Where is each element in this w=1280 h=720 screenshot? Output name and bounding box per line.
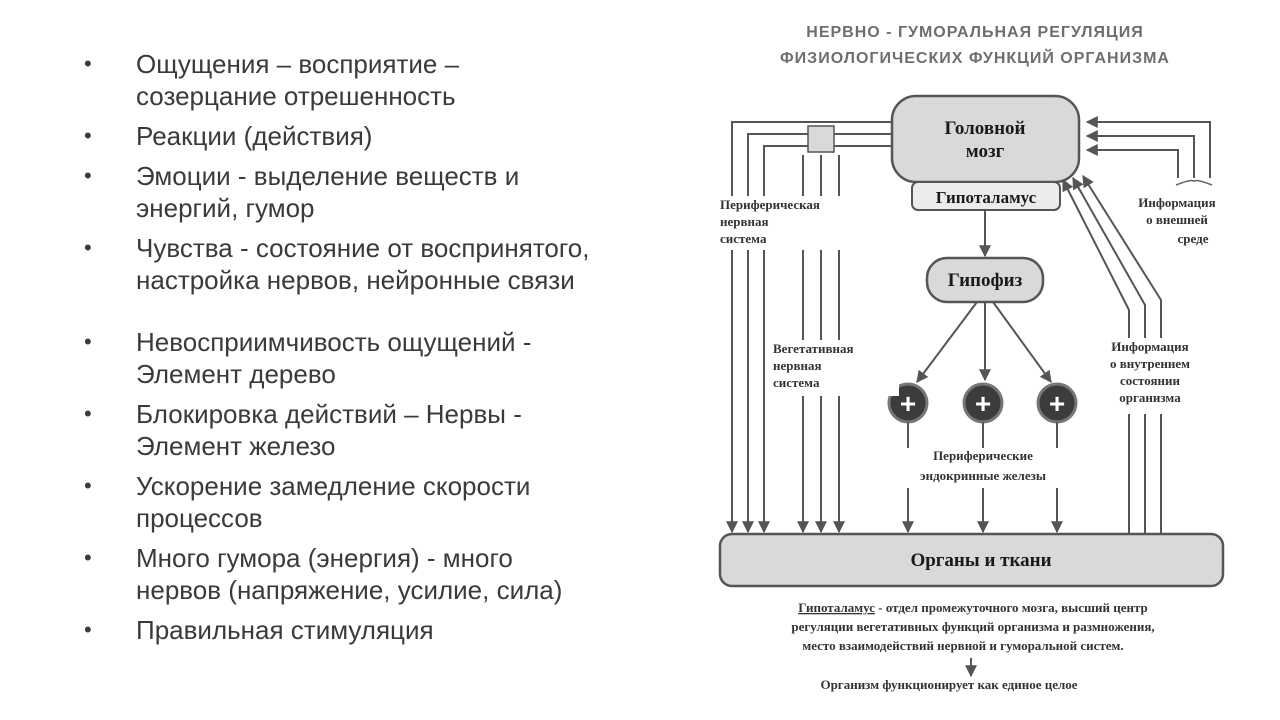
brace-icon	[1175, 179, 1213, 186]
bullet-item: • Реакции (действия)	[80, 120, 680, 152]
external-info-label-line3: среде	[1178, 231, 1209, 246]
bullet-text: Правильная стимуляция	[136, 615, 434, 645]
bullet-text: Чувства - состояние от воспринятого,	[136, 233, 590, 263]
plus-icon: +	[1036, 382, 1078, 424]
vegetative-label-line3: система	[773, 375, 820, 390]
hypothalamus-label: Гипоталамус	[936, 188, 1037, 207]
ganglion-box	[807, 125, 835, 153]
svg-text:+: +	[1049, 388, 1065, 419]
external-info-line-1	[1085, 116, 1211, 178]
bullet-text: Много гумора (энергия) - много	[136, 543, 513, 573]
bullet-text: Элемент дерево	[136, 359, 336, 389]
bullet-list: • Ощущения – восприятие – созерцание отр…	[80, 48, 680, 654]
hypothalamus-note-line3: место взаимодействий нервной и гуморальн…	[802, 638, 1123, 653]
bullet-text: Ощущения – восприятие –	[136, 49, 460, 79]
bullet-text: Эмоции - выделение веществ и	[136, 161, 520, 191]
hypothalamus-note-line1: Гипоталамус - отдел промежуточного мозга…	[798, 600, 1148, 615]
organs-label: Органы и ткани	[910, 550, 1051, 571]
bullet-text: Ускорение замедление скорости	[136, 471, 531, 501]
bullet-symbol: •	[84, 123, 92, 148]
bullet-symbol: •	[84, 473, 92, 498]
internal-info-line-3	[1082, 174, 1162, 540]
plus-icon: +	[962, 382, 1004, 424]
bullet-item: • Чувства - состояние от воспринятого, н…	[80, 232, 680, 296]
arrow-pituitary-gland-3	[992, 301, 1052, 383]
glands-label-line1: Периферические	[933, 448, 1033, 463]
bullet-symbol: •	[84, 617, 92, 642]
external-info-line-2	[1085, 130, 1195, 178]
bullet-text: настройка нервов, нейронные связи	[136, 265, 575, 295]
internal-info-line-1	[1062, 178, 1130, 540]
bullet-item: • Невосприимчивость ощущений - Элемент д…	[80, 326, 680, 390]
bullet-text: Реакции (действия)	[136, 121, 373, 151]
internal-info-line-2	[1072, 176, 1146, 540]
regulation-diagram: НЕРВНО - ГУМОРАЛЬНАЯ РЕГУЛЯЦИЯ ФИЗИОЛОГИ…	[705, 10, 1245, 710]
bullet-text: энергий, гумор	[136, 193, 315, 223]
external-info-label-line1: Информация	[1138, 195, 1215, 210]
internal-info-label-bg	[1083, 338, 1213, 414]
bullet-item: • Много гумора (энергия) - много нервов …	[80, 542, 680, 606]
bullet-item: • Эмоции - выделение веществ и энергий, …	[80, 160, 680, 224]
hypothalamus-note-line2: регуляции вегетативных функций организма…	[791, 619, 1154, 634]
hypothalamus-note-rest: - отдел промежуточного мозга, высший цен…	[875, 600, 1148, 615]
bullet-item: • Блокировка действий – Нервы - Элемент …	[80, 398, 680, 462]
peripheral-label-line3: система	[720, 231, 767, 246]
diagram-title-line2: ФИЗИОЛОГИЧЕСКИХ ФУНКЦИЙ ОРГАНИЗМА	[780, 48, 1170, 67]
peripheral-nerve-line-2	[742, 133, 892, 534]
svg-text:+: +	[900, 388, 916, 419]
bullet-text: созерцание отрешенность	[136, 81, 456, 111]
regulation-diagram-svg: НЕРВНО - ГУМОРАЛЬНАЯ РЕГУЛЯЦИЯ ФИЗИОЛОГИ…	[717, 24, 1225, 692]
bullet-symbol: •	[84, 235, 92, 260]
bullet-symbol: •	[84, 401, 92, 426]
bullet-text: Блокировка действий – Нервы -	[136, 399, 522, 429]
external-info-line-3	[1085, 144, 1179, 178]
bullet-item: • Ускорение замедление скорости процессо…	[80, 470, 680, 534]
footer-label: Организм функционирует как единое целое	[820, 677, 1077, 692]
hypothalamus-note-term: Гипоталамус	[798, 600, 875, 615]
internal-info-label-line3: состоянии	[1120, 373, 1181, 388]
pituitary-label: Гипофиз	[948, 270, 1023, 291]
peripheral-label-bg	[717, 196, 869, 250]
bullet-symbol: •	[84, 545, 92, 570]
bullet-text: Невосприимчивость ощущений -	[136, 327, 532, 357]
peripheral-label-line2: нервная	[720, 214, 769, 229]
brain-box	[890, 94, 1081, 184]
organs-box	[718, 532, 1225, 588]
bullet-item: • Правильная стимуляция	[80, 614, 680, 646]
diagram-title-line1: НЕРВНО - ГУМОРАЛЬНАЯ РЕГУЛЯЦИЯ	[806, 24, 1143, 41]
bullet-text: нервов (напряжение, усилие, сила)	[136, 575, 563, 605]
brain-label-line2: мозг	[966, 141, 1005, 162]
bullet-symbol: •	[84, 163, 92, 188]
bullet-symbol: •	[84, 329, 92, 354]
bullet-symbol: •	[84, 51, 92, 76]
peripheral-nerve-line-3	[758, 145, 892, 534]
peripheral-nerve-line-1	[726, 121, 892, 534]
glands-label-line2: эндокринные железы	[920, 468, 1046, 483]
vegetative-label-bg	[771, 340, 899, 396]
arrow-pituitary-gland-1	[916, 301, 978, 383]
internal-info-label-line2: о внутреннем	[1110, 356, 1190, 371]
internal-info-label-line1: Информация	[1111, 339, 1188, 354]
internal-info-label-line4: организма	[1119, 390, 1181, 405]
bullet-text: Элемент железо	[136, 431, 336, 461]
peripheral-label-line1: Периферическая	[720, 197, 820, 212]
bullet-text: процессов	[136, 503, 263, 533]
brain-label-line1: Головной	[944, 118, 1025, 139]
bullet-item: • Ощущения – восприятие – созерцание отр…	[80, 48, 680, 112]
external-info-label-line2: о внешней	[1146, 212, 1208, 227]
vegetative-label-line2: нервная	[773, 358, 822, 373]
svg-text:+: +	[975, 388, 991, 419]
vegetative-label-line1: Вегетативная	[773, 341, 854, 356]
